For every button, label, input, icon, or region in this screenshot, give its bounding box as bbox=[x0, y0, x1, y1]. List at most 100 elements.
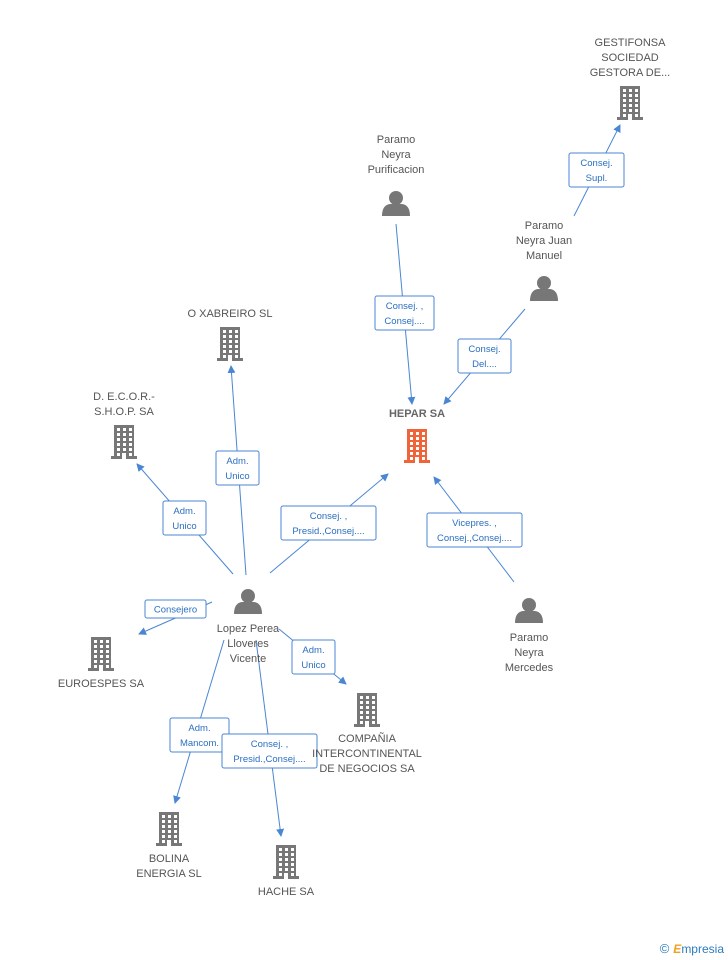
edge-lopez-to-compania: Adm. Unico bbox=[278, 628, 347, 685]
node-label: Paramo bbox=[510, 632, 549, 644]
node-xabreiro[interactable]: O XABREIRO SL bbox=[188, 308, 273, 361]
edge-label-frame bbox=[568, 152, 625, 188]
edge-paramo_merc-to-hepar: Vicepres. , Consej.,Consej.... bbox=[426, 476, 523, 583]
edge-paramo_juan-to-gestifonsa: Consej.Supl. bbox=[568, 124, 625, 217]
brand-name: mpresia bbox=[681, 942, 724, 956]
edge-lopez-to-xabreiro: Adm. Unico bbox=[215, 365, 260, 576]
building-icon bbox=[354, 693, 380, 727]
node-label: Lopez Perea bbox=[217, 623, 280, 635]
copyright-icon: © bbox=[659, 941, 670, 956]
edge-label-box[interactable]: Consej. , Consej.... bbox=[374, 295, 435, 331]
node-label: HEPAR SA bbox=[389, 408, 445, 420]
edge-lopez-to-euroespes: Consejero bbox=[138, 599, 213, 635]
node-label: BOLINA bbox=[149, 853, 190, 865]
building-icon bbox=[88, 637, 114, 671]
edge-label-box[interactable]: Consej.Supl. bbox=[568, 152, 625, 188]
node-label: Neyra bbox=[381, 149, 411, 161]
edge-label-text: Supl. bbox=[586, 173, 608, 184]
node-hache[interactable]: HACHE SA bbox=[258, 845, 315, 898]
edge-label-text: Adm. bbox=[302, 645, 324, 656]
person-icon bbox=[234, 589, 262, 614]
node-label: Neyra bbox=[514, 647, 544, 659]
brand-initial: E bbox=[673, 942, 682, 956]
node-label: EUROESPES SA bbox=[58, 678, 145, 690]
edge-label-text: Unico bbox=[225, 471, 249, 482]
node-label: INTERCONTINENTAL bbox=[312, 748, 422, 760]
edge-lopez-to-hepar: Consej. , Presid.,Consej.... bbox=[269, 473, 389, 574]
edge-label-text: Mancom. bbox=[180, 738, 219, 749]
edge-label-box[interactable]: Adm.Unico bbox=[162, 500, 207, 536]
edge-label-box[interactable]: Consej. ,Presid.,Consej.... bbox=[221, 733, 318, 769]
building-icon bbox=[617, 86, 643, 120]
person-icon bbox=[382, 191, 410, 216]
node-label: S.H.O.P. SA bbox=[94, 406, 154, 418]
person-icon bbox=[515, 598, 543, 623]
node-label: Purificacion bbox=[368, 164, 425, 176]
node-label: ENERGIA SL bbox=[136, 868, 201, 880]
node-label: Lloveres bbox=[227, 638, 269, 650]
edge-label-text: Consej. , bbox=[310, 511, 348, 522]
brand-watermark: ©Empresia bbox=[660, 941, 724, 956]
node-label: Mercedes bbox=[505, 662, 554, 674]
edge-label-frame bbox=[280, 505, 377, 541]
edge-label-box[interactable]: Consej. Del.... bbox=[457, 338, 512, 374]
node-label: SOCIEDAD bbox=[601, 52, 659, 64]
node-label: Vicente bbox=[230, 653, 267, 665]
edge-label-text: Consejero bbox=[154, 605, 197, 616]
edge-label-box[interactable]: Adm. Mancom. bbox=[169, 717, 230, 753]
edge-label-frame bbox=[291, 639, 336, 675]
edge-label-box[interactable]: Adm. Unico bbox=[291, 639, 336, 675]
building-icon bbox=[273, 845, 299, 879]
edge-label-text: Consej.... bbox=[384, 316, 424, 327]
edge-label-text: Consej.,Consej.... bbox=[437, 533, 512, 544]
person-icon bbox=[530, 276, 558, 301]
edge-label-box[interactable]: Consej. , Presid.,Consej.... bbox=[280, 505, 377, 541]
edge-label-text: Adm. bbox=[226, 456, 248, 467]
edge-lopez-to-hache: Consej. ,Presid.,Consej.... bbox=[221, 639, 318, 837]
edge-paramo_juan-to-hepar: Consej. Del.... bbox=[443, 308, 526, 405]
edge-label-frame bbox=[374, 295, 435, 331]
node-label: Paramo bbox=[377, 134, 416, 146]
node-label: D. E.C.O.R.- bbox=[93, 391, 155, 403]
node-label: Neyra Juan bbox=[516, 235, 572, 247]
node-compania[interactable]: COMPAÑIA INTERCONTINENTAL DE NEGOCIOS SA bbox=[312, 693, 422, 775]
edge-label-text: Consej. bbox=[468, 344, 500, 355]
edge-lopez-to-bolina: Adm. Mancom. bbox=[169, 639, 230, 804]
edge-label-frame bbox=[426, 512, 523, 548]
edge-label-box[interactable]: Adm. Unico bbox=[215, 450, 260, 486]
edge-label-text: Adm. bbox=[188, 723, 210, 734]
building-icon bbox=[156, 812, 182, 846]
edge-label-box[interactable]: Vicepres. , Consej.,Consej.... bbox=[426, 512, 523, 548]
edge-label-text: Consej. , bbox=[386, 301, 424, 312]
node-euroespes[interactable]: EUROESPES SA bbox=[58, 637, 145, 690]
edge-label-text: Unico bbox=[301, 660, 325, 671]
edge-label-text: Del.... bbox=[472, 359, 497, 370]
edge-label-box[interactable]: Consejero bbox=[144, 599, 207, 619]
edge-label-frame bbox=[162, 500, 207, 536]
node-gestifonsa[interactable]: GESTIFONSA SOCIEDAD GESTORA DE... bbox=[590, 37, 671, 120]
node-label: COMPAÑIA bbox=[338, 732, 397, 745]
edge-label-frame bbox=[144, 599, 207, 619]
node-hepar[interactable]: HEPAR SA bbox=[389, 408, 445, 463]
building-icon bbox=[404, 429, 430, 463]
node-decor[interactable]: D. E.C.O.R.- S.H.O.P. SA bbox=[93, 391, 155, 459]
edge-paramo_purif-to-hepar: Consej. , Consej.... bbox=[374, 223, 435, 405]
node-bolina[interactable]: BOLINA ENERGIA SL bbox=[136, 812, 202, 880]
edge-label-frame bbox=[457, 338, 512, 374]
edge-label-frame bbox=[215, 450, 260, 486]
node-label: GESTIFONSA bbox=[595, 37, 667, 49]
node-label: GESTORA DE... bbox=[590, 67, 671, 79]
node-label: Paramo bbox=[525, 220, 564, 232]
edge-label-frame bbox=[221, 733, 318, 769]
node-label: DE NEGOCIOS SA bbox=[319, 763, 415, 775]
edge-label-text: Vicepres. , bbox=[452, 518, 497, 529]
node-label: O XABREIRO SL bbox=[188, 308, 273, 320]
edge-label-text: Presid.,Consej.... bbox=[292, 526, 364, 537]
building-icon bbox=[111, 425, 137, 459]
edge-label-text: Adm. bbox=[173, 506, 195, 517]
